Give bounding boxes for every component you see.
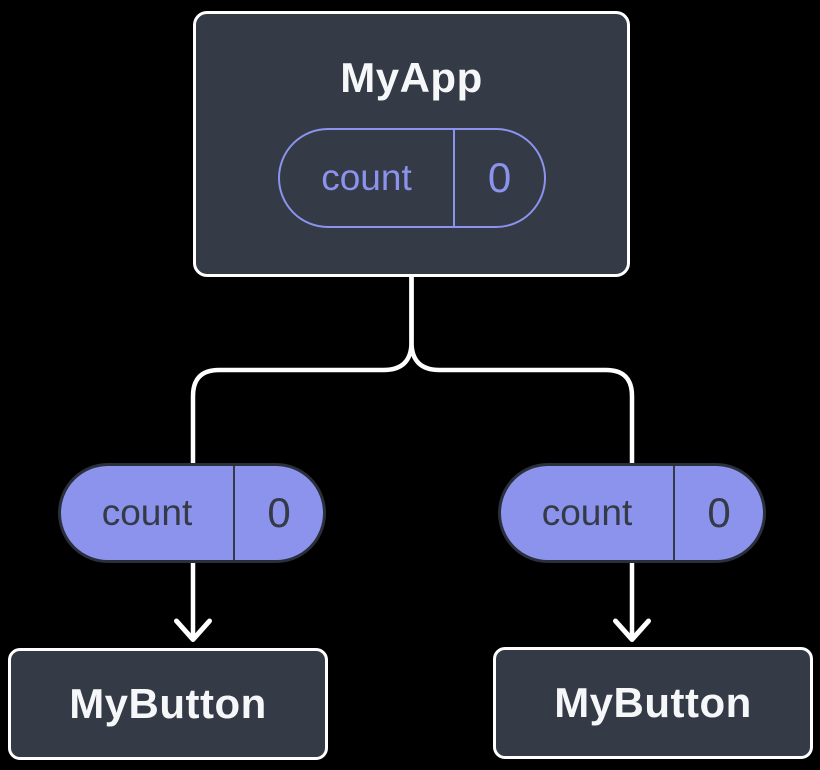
state-pill-value: 0 [487,154,512,201]
prop-pill-left-value: 0 [267,489,291,536]
prop-pill-right-value: 0 [707,489,731,536]
state-pill-name: count [280,130,455,226]
connector-root-to-left-pill [190,277,414,638]
state-pill-myapp: count 0 [278,128,546,228]
connector-root-to-right-pill [409,277,635,638]
prop-pill-right-name: count [501,466,675,560]
component-card-mybutton-right: MyButton [493,647,813,759]
component-title-mybutton-right: MyButton [554,679,752,726]
component-title-myapp: MyApp [340,54,483,101]
arrowhead-down-right-icon [613,618,651,642]
prop-pill-left-name: count [61,466,235,560]
prop-pill-left: count 0 [58,463,326,563]
arrowhead-down-left-icon [174,618,212,642]
component-card-mybutton-left: MyButton [8,648,328,760]
component-card-myapp: MyApp count 0 [193,11,630,277]
component-title-mybutton-left: MyButton [69,680,267,727]
prop-pill-right: count 0 [498,463,766,563]
